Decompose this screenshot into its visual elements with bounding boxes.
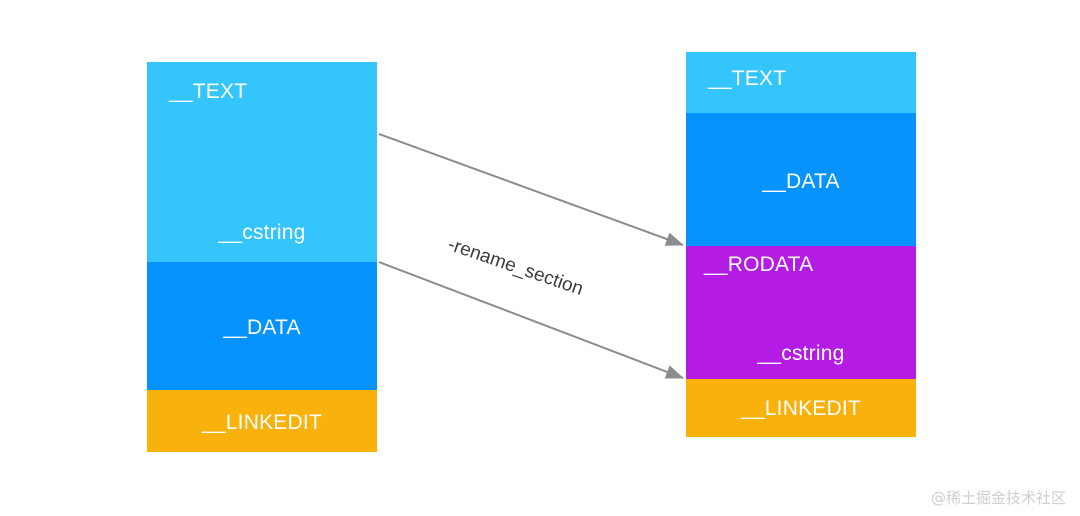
left-segment-data: __DATA <box>147 262 377 390</box>
right-segment-text: __TEXT <box>686 52 916 113</box>
right-segment-rodata: __RODATA __cstring <box>686 246 916 379</box>
left-segment-linkedit-label: __LINKEDIT <box>202 411 322 434</box>
rename-section-label: -rename_section <box>445 234 586 300</box>
right-segment-text-label: __TEXT <box>708 67 787 90</box>
right-section-cstring-label: __cstring <box>757 342 845 365</box>
arrow-text-to-rodata <box>378 133 684 246</box>
right-segment-data: __DATA <box>686 113 916 246</box>
right-segment-rodata-label: __RODATA <box>704 253 814 276</box>
watermark: @稀土掘金技术社区 <box>930 489 1066 507</box>
left-segment-text-label: __TEXT <box>169 80 248 103</box>
right-binary-column: __TEXT __DATA __RODATA __cstring __LINKE… <box>686 52 916 437</box>
left-section-cstring-label: __cstring <box>218 221 306 244</box>
right-segment-linkedit: __LINKEDIT <box>686 379 916 437</box>
left-segment-data-label: __DATA <box>223 316 301 339</box>
left-segment-text: __TEXT __cstring <box>147 62 377 262</box>
left-binary-column: __TEXT __cstring __DATA __LINKEDIT <box>147 62 377 452</box>
right-segment-data-label: __DATA <box>762 170 840 193</box>
left-segment-linkedit: __LINKEDIT <box>147 390 377 452</box>
right-segment-linkedit-label: __LINKEDIT <box>741 397 861 420</box>
